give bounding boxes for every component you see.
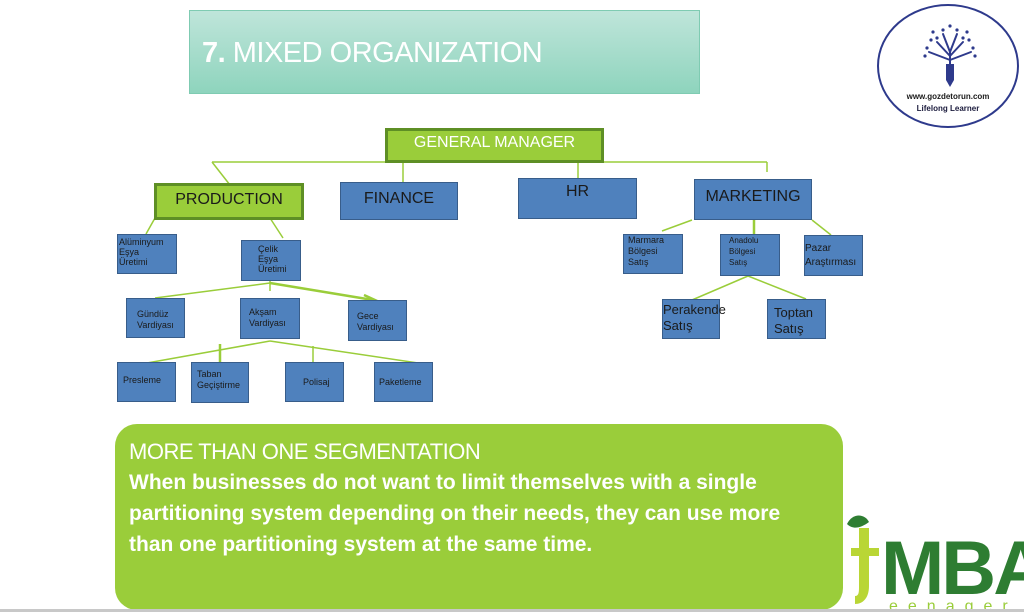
connector-to-marmara (661, 219, 693, 232)
node-paketleme: Paketleme (374, 362, 433, 402)
node-label: Presleme (123, 375, 162, 385)
info-body: When businesses do not want to limit the… (129, 471, 781, 556)
node-celik-esya-uretimi: Çelik Eşya Üretimi (241, 240, 301, 281)
lifelong-learner-logo: www.gozdetorun.com Lifelong Learner (877, 4, 1019, 128)
slide-title-bar: 7. MIXED ORGANIZATION (189, 10, 700, 94)
tmba-teenager-logo: MBA eenager (847, 515, 1024, 612)
connector-to-toptan (747, 275, 807, 300)
connector-to-presleme (146, 340, 271, 364)
teenager-subtitle: eenager (889, 598, 1018, 612)
node-taban-gecistirme: Taban Geçiştirme (191, 362, 249, 403)
connector-to-aluminyum (145, 217, 156, 235)
node-perakende-satis: Perakende Satış (662, 299, 726, 339)
leaf-icon (847, 515, 869, 528)
connector-to-perakende (691, 275, 749, 301)
connector-to-paketleme (269, 340, 419, 364)
node-anadolu-bolgesi-satis: Anadolu Bölgesi Satış (720, 234, 780, 276)
node-label: Pazar Araştırması (805, 243, 857, 268)
slide-title-number: 7. (202, 37, 226, 69)
node-label: Paketleme (379, 377, 422, 387)
node-label: Polisaj (303, 377, 330, 387)
node-marketing: MARKETING (694, 179, 812, 220)
info-heading: MORE THAN ONE SEGMENTATION (129, 439, 481, 464)
node-label: HR (565, 183, 590, 200)
connector-to-celik (269, 217, 284, 239)
connector-to-gece (269, 281, 374, 302)
node-label: Alüminyum Eşya Üretimi (119, 237, 164, 267)
logo-tagline: Lifelong Learner (916, 104, 980, 113)
node-production: PRODUCTION (154, 183, 304, 220)
connector-to-gunduz (154, 282, 271, 299)
node-label: Çelik Eşya Üretimi (258, 244, 287, 274)
node-presleme: Presleme (117, 362, 176, 402)
node-general-manager: GENERAL MANAGER (385, 128, 604, 163)
node-label: Gündüz Vardiyası (137, 309, 174, 330)
node-toptan-satis: Toptan Satış (767, 299, 826, 339)
node-label: Marmara Bölgesi Satış (628, 235, 665, 267)
node-gunduz-vardiyasi: Gündüz Vardiyası (126, 298, 185, 338)
node-label: FINANCE (363, 190, 435, 207)
node-aksam-vardiyasi: Akşam Vardiyası (240, 298, 300, 339)
node-polisaj: Polisaj (285, 362, 344, 402)
node-label: Taban Geçiştirme (197, 369, 241, 390)
pencil-tree-icon (923, 24, 977, 87)
node-hr: HR (518, 178, 637, 219)
info-callout: MORE THAN ONE SEGMENTATION When business… (115, 424, 843, 610)
bottom-divider (0, 609, 1024, 612)
node-finance: FINANCE (340, 182, 458, 220)
slide-title: 7. MIXED ORGANIZATION (202, 37, 543, 70)
node-label: Perakende Satış (663, 302, 726, 333)
node-label: MARKETING (705, 188, 801, 205)
logo-url: www.gozdetorun.com (906, 92, 990, 101)
mba-letters: MBA (881, 526, 1024, 611)
node-label: Toptan Satış (774, 305, 814, 336)
node-label: Anadolu Bölgesi Satış (729, 236, 759, 267)
connector-to-production (211, 161, 231, 186)
node-label: GENERAL MANAGER (413, 134, 576, 151)
slide-title-text: MIXED ORGANIZATION (232, 37, 543, 69)
node-aluminyum-esya-uretimi: Alüminyum Eşya Üretimi (117, 234, 177, 274)
connector-to-pazar (811, 219, 832, 236)
node-label: Akşam Vardiyası (249, 307, 286, 328)
node-label: PRODUCTION (175, 191, 283, 208)
node-gece-vardiyasi: Gece Vardiyası (348, 300, 407, 341)
node-pazar-arastirmasi: Pazar Araştırması (804, 235, 863, 276)
node-label: Gece Vardiyası (357, 311, 394, 332)
t-letter (851, 528, 879, 604)
node-marmara-bolgesi-satis: Marmara Bölgesi Satış (623, 234, 683, 274)
